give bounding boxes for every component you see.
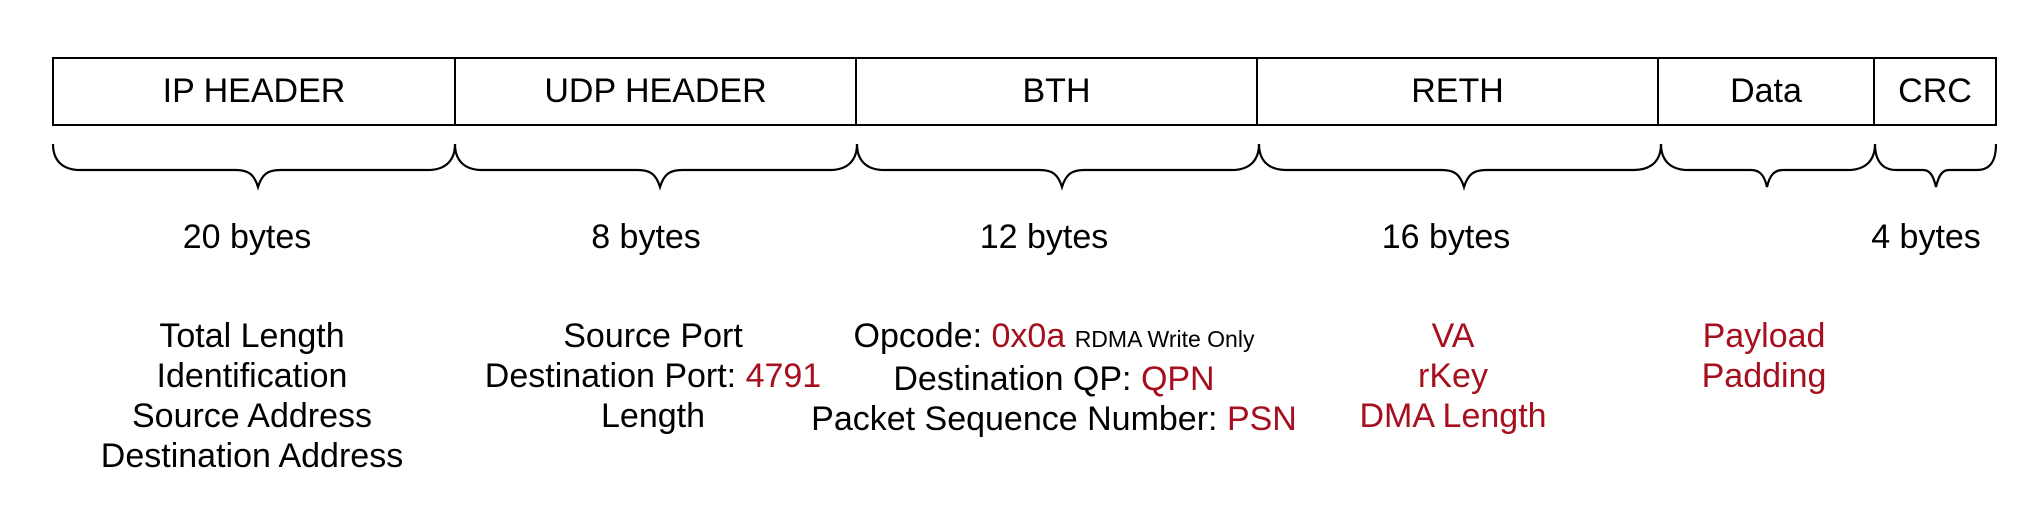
- data-label: Data: [1730, 72, 1802, 110]
- bth-size: 12 bytes: [979, 218, 1109, 256]
- udp-field-destination-port: Destination Port: 4791: [485, 356, 821, 396]
- bth-field-opcode: Opcode: 0x0a RDMA Write Only: [811, 316, 1297, 359]
- udp-size: 8 bytes: [591, 218, 701, 256]
- ip-brace: [51, 143, 457, 191]
- reth-field-va: VA: [1431, 317, 1475, 355]
- bth-brace: [855, 143, 1261, 191]
- udp-header-label: UDP HEADER: [544, 72, 767, 110]
- udp-fields: Source Port Destination Port: 4791 Lengt…: [485, 316, 821, 436]
- bth-dest-qp-label: Destination QP:: [893, 360, 1141, 398]
- udp-field-length: Length: [601, 397, 705, 435]
- data-cell: Data: [1657, 57, 1875, 126]
- data-brace: [1659, 143, 1877, 188]
- data-field-payload: Payload: [1702, 317, 1826, 355]
- bth-field-destination-qp: Destination QP: QPN: [811, 359, 1297, 399]
- crc-size: 4 bytes: [1871, 218, 1981, 256]
- reth-fields: VA rKey DMA Length: [1359, 316, 1546, 436]
- reth-cell: RETH: [1256, 57, 1659, 126]
- reth-field-rkey: rKey: [1418, 357, 1488, 395]
- reth-label: RETH: [1411, 72, 1504, 110]
- ip-fields: Total Length Identification Source Addre…: [101, 316, 403, 476]
- crc-label: CRC: [1898, 72, 1972, 110]
- bth-field-psn: Packet Sequence Number: PSN: [811, 399, 1297, 439]
- udp-field-source-port: Source Port: [563, 317, 743, 355]
- ip-field-identification: Identification: [156, 357, 348, 395]
- reth-field-dma-length: DMA Length: [1359, 397, 1547, 435]
- bth-cell: BTH: [855, 57, 1258, 126]
- bth-fields: Opcode: 0x0a RDMA Write Only Destination…: [811, 316, 1297, 439]
- udp-header-cell: UDP HEADER: [454, 57, 857, 126]
- crc-cell: CRC: [1873, 57, 1997, 126]
- reth-size: 16 bytes: [1381, 218, 1511, 256]
- ip-header-label: IP HEADER: [162, 72, 346, 110]
- ip-field-total-length: Total Length: [159, 317, 345, 355]
- crc-brace: [1873, 143, 1998, 188]
- data-field-padding: Padding: [1701, 357, 1827, 395]
- bth-psn-label: Packet Sequence Number:: [811, 400, 1227, 438]
- ip-size: 20 bytes: [182, 218, 312, 256]
- bth-opcode-note: RDMA Write Only: [1074, 326, 1255, 352]
- udp-brace: [453, 143, 859, 191]
- ip-field-source-address: Source Address: [131, 397, 373, 435]
- bth-dest-qp-value: QPN: [1140, 360, 1215, 398]
- bth-label: BTH: [1022, 72, 1091, 110]
- ip-header-cell: IP HEADER: [52, 57, 456, 126]
- bth-opcode-label: Opcode:: [853, 317, 992, 355]
- bth-opcode-value: 0x0a: [991, 317, 1066, 355]
- bth-psn-value: PSN: [1226, 400, 1297, 438]
- ip-field-destination-address: Destination Address: [100, 437, 404, 475]
- udp-dest-port-value: 4791: [745, 357, 822, 395]
- data-fields: Payload Padding: [1702, 316, 1827, 396]
- udp-dest-port-label: Destination Port:: [484, 357, 746, 395]
- reth-brace: [1257, 143, 1663, 191]
